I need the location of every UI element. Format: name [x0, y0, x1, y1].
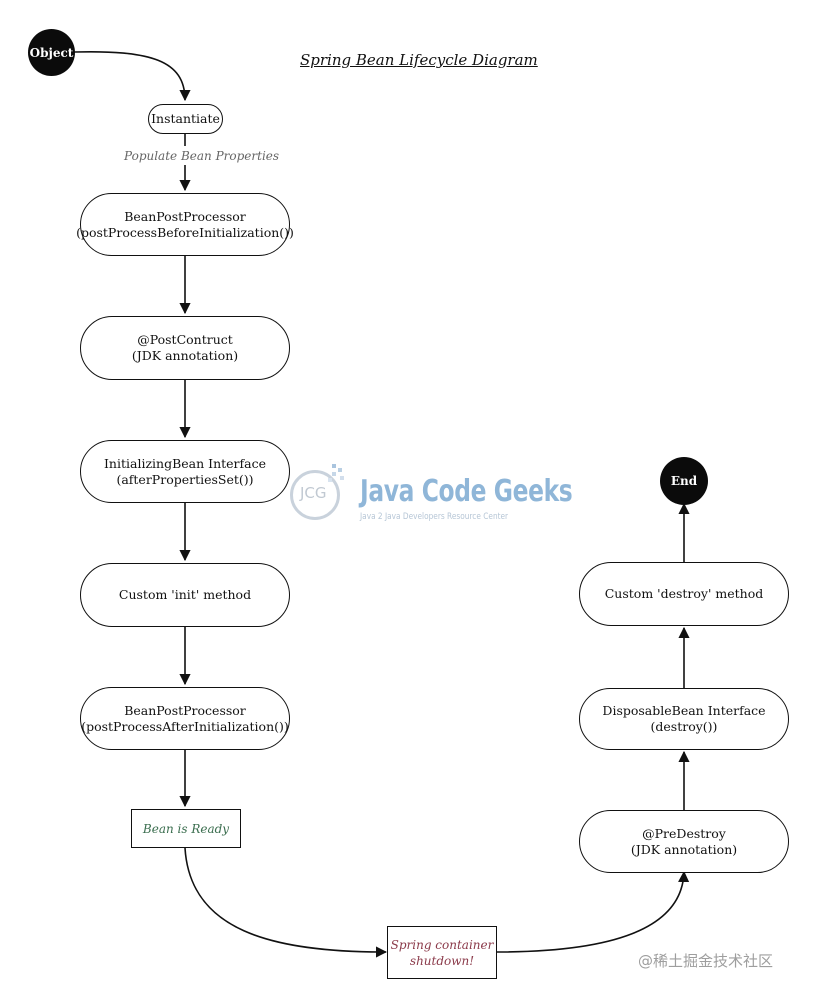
diagram-title: Spring Bean Lifecycle Diagram	[300, 51, 538, 69]
edge-ready-shutdown	[184, 847, 388, 958]
jcg-watermark-name: Java Code Geeks	[360, 474, 573, 509]
jcg-watermark-tagline: Java 2 Java Developers Resource Center	[360, 512, 509, 522]
initializing-bean-node: InitializingBean Interface (afterPropert…	[80, 440, 290, 503]
end-node-label: End	[670, 474, 698, 488]
bpp-after-line1: BeanPostProcessor	[124, 702, 246, 718]
custom-init-label: Custom 'init' method	[118, 587, 252, 602]
bean-ready-label: Bean is Ready	[142, 821, 230, 836]
pre-destroy-line1: @PreDestroy	[642, 825, 726, 841]
bpp-after-line2: (postProcessAfterInitialization())	[81, 718, 289, 734]
start-node-label: Object	[29, 45, 74, 60]
pre-destroy-node: @PreDestroy (JDK annotation)	[579, 810, 789, 873]
disposable-bean-node: DisposableBean Interface (destroy())	[579, 688, 789, 750]
disposable-bean-line1: DisposableBean Interface	[602, 703, 766, 718]
edge-object-instantiate	[73, 50, 191, 102]
custom-destroy-label: Custom 'destroy' method	[604, 586, 764, 601]
shutdown-line2: shutdown!	[409, 953, 475, 968]
initializing-bean-line2: (afterPropertiesSet())	[116, 471, 254, 487]
jcg-watermark: JCG Java Code Geeks Java 2 Java Develope…	[290, 460, 573, 530]
custom-destroy-node: Custom 'destroy' method	[579, 562, 789, 626]
bpp-before-line2: (postProcessBeforeInitialization())	[76, 224, 294, 240]
disposable-bean-line2: (destroy())	[650, 719, 718, 734]
custom-init-node: Custom 'init' method	[80, 563, 290, 627]
shutdown-box: Spring container shutdown!	[387, 926, 497, 979]
bpp-before-line1: BeanPostProcessor	[124, 208, 246, 224]
credit-watermark: @稀土掘金技术社区	[638, 952, 774, 970]
end-node: End	[660, 457, 708, 505]
instantiate-label: Instantiate	[151, 111, 220, 126]
post-construct-node: @PostContruct (JDK annotation)	[80, 316, 290, 380]
post-construct-line2: (JDK annotation)	[131, 348, 239, 363]
shutdown-line1: Spring container	[390, 937, 494, 952]
bpp-after-node: BeanPostProcessor (postProcessAfterIniti…	[80, 687, 290, 750]
post-construct-line1: @PostContruct	[137, 332, 233, 347]
initializing-bean-line1: InitializingBean Interface	[103, 455, 266, 471]
start-node: Object	[28, 29, 75, 76]
instantiate-node: Instantiate	[148, 104, 223, 134]
bean-ready-box: Bean is Ready	[131, 809, 241, 848]
jcg-dots-icon	[328, 464, 344, 482]
jcg-logo-text: JCG	[300, 484, 327, 502]
bpp-before-node: BeanPostProcessor (postProcessBeforeInit…	[76, 193, 294, 256]
populate-properties-label: Populate Bean Properties	[124, 149, 280, 163]
edge-shutdown-predestroy	[495, 870, 690, 953]
jcg-logo-icon	[290, 470, 340, 520]
pre-destroy-line2: (JDK annotation)	[630, 841, 738, 857]
